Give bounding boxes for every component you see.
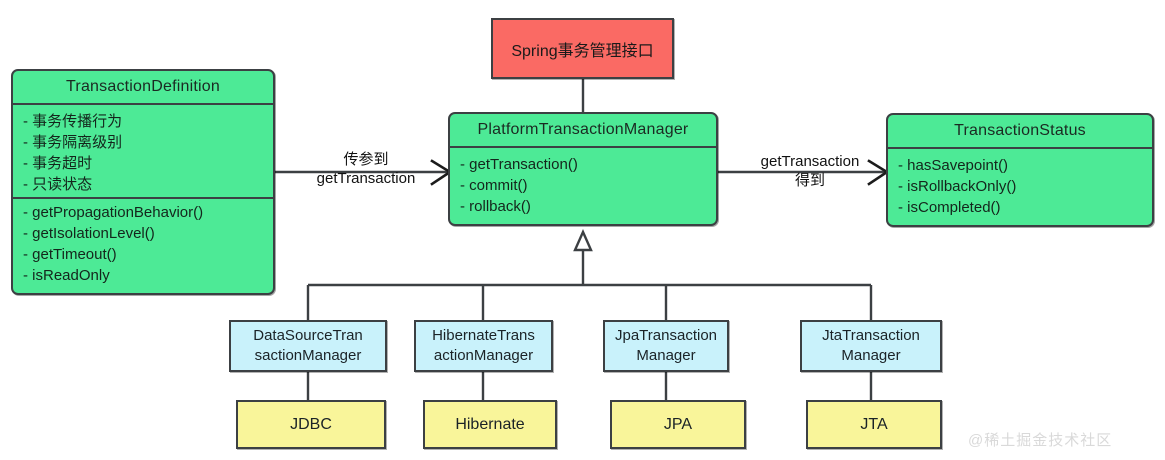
class-box-transaction-definition[interactable]: TransactionDefinition - 事务传播行为 - 事务隔离级别 …	[11, 69, 275, 295]
impl-label-line-1: JpaTransaction	[615, 327, 717, 344]
edge-label-line-2: getTransaction	[316, 170, 416, 187]
impl-box-jta-transaction-manager[interactable]: JtaTransaction Manager	[800, 320, 942, 372]
tech-label: JDBC	[290, 415, 332, 433]
class-box-transaction-status[interactable]: TransactionStatus - hasSavepoint() - isR…	[886, 113, 1154, 227]
impl-label-line-2: Manager	[636, 347, 696, 364]
method-row: - getTransaction()	[460, 156, 578, 173]
watermark: @稀土掘金技术社区	[968, 432, 1113, 449]
method-row: - isCompleted()	[898, 199, 1001, 216]
class-title-platform-transaction-manager: PlatformTransactionManager	[450, 114, 716, 148]
members-divider	[13, 197, 273, 199]
tech-box-jdbc[interactable]: JDBC	[236, 400, 386, 449]
impl-label-line-1: DataSourceTran	[253, 327, 363, 344]
impl-label-line-1: HibernateTrans	[432, 327, 535, 344]
spring-transaction-interface-box[interactable]: Spring事务管理接口	[491, 18, 674, 79]
impl-box-hibernate-transaction-manager[interactable]: HibernateTrans actionManager	[414, 320, 553, 372]
attribute-row: - 事务传播行为	[23, 113, 123, 130]
tech-label: Hibernate	[455, 415, 525, 433]
tech-label: JPA	[663, 415, 693, 433]
class-title-transaction-definition: TransactionDefinition	[13, 71, 273, 105]
edge-label-line-2: 得到	[794, 172, 825, 189]
class-members-transaction-definition: - 事务传播行为 - 事务隔离级别 - 事务超时 - 只读状态 - getPro…	[13, 105, 273, 293]
impl-label-line-1: JtaTransaction	[822, 327, 920, 344]
impl-label-line-2: actionManager	[433, 347, 534, 364]
impl-label-line-2: Manager	[841, 347, 901, 364]
method-row: - isRollbackOnly()	[898, 178, 1017, 195]
class-title-transaction-status: TransactionStatus	[888, 115, 1152, 149]
method-row: - getIsolationLevel()	[23, 225, 155, 242]
edge-label-get-transaction: getTransaction 得到	[735, 152, 885, 190]
generalization-arrowhead	[573, 229, 593, 252]
tech-box-jta[interactable]: JTA	[806, 400, 942, 449]
method-row: - commit()	[460, 177, 528, 194]
spring-interface-label: Spring事务管理接口	[511, 42, 654, 60]
impl-box-jpa-transaction-manager[interactable]: JpaTransaction Manager	[603, 320, 729, 372]
impl-box-datasource-transaction-manager[interactable]: DataSourceTran sactionManager	[229, 320, 387, 372]
attribute-row: - 只读状态	[23, 176, 93, 193]
attribute-row: - 事务隔离级别	[23, 134, 123, 151]
method-row: - isReadOnly	[23, 267, 110, 284]
method-row: - rollback()	[460, 198, 531, 215]
attribute-row: - 事务超时	[23, 155, 93, 172]
method-row: - getPropagationBehavior()	[23, 204, 204, 221]
impl-label-line-2: sactionManager	[254, 347, 362, 364]
method-row: - hasSavepoint()	[898, 157, 1009, 174]
tech-label: JTA	[860, 415, 888, 433]
tech-box-jpa[interactable]: JPA	[610, 400, 746, 449]
edge-label-pass-parameter: 传参到 getTransaction	[296, 150, 436, 188]
edge-label-line-1: getTransaction	[760, 153, 860, 170]
edge-label-line-1: 传参到	[343, 151, 389, 168]
method-row: - getTimeout()	[23, 246, 117, 263]
class-members-platform-transaction-manager: - getTransaction() - commit() - rollback…	[450, 148, 716, 224]
tech-box-hibernate[interactable]: Hibernate	[423, 400, 557, 449]
class-members-transaction-status: - hasSavepoint() - isRollbackOnly() - is…	[888, 149, 1152, 225]
class-box-platform-transaction-manager[interactable]: PlatformTransactionManager - getTransact…	[448, 112, 718, 226]
